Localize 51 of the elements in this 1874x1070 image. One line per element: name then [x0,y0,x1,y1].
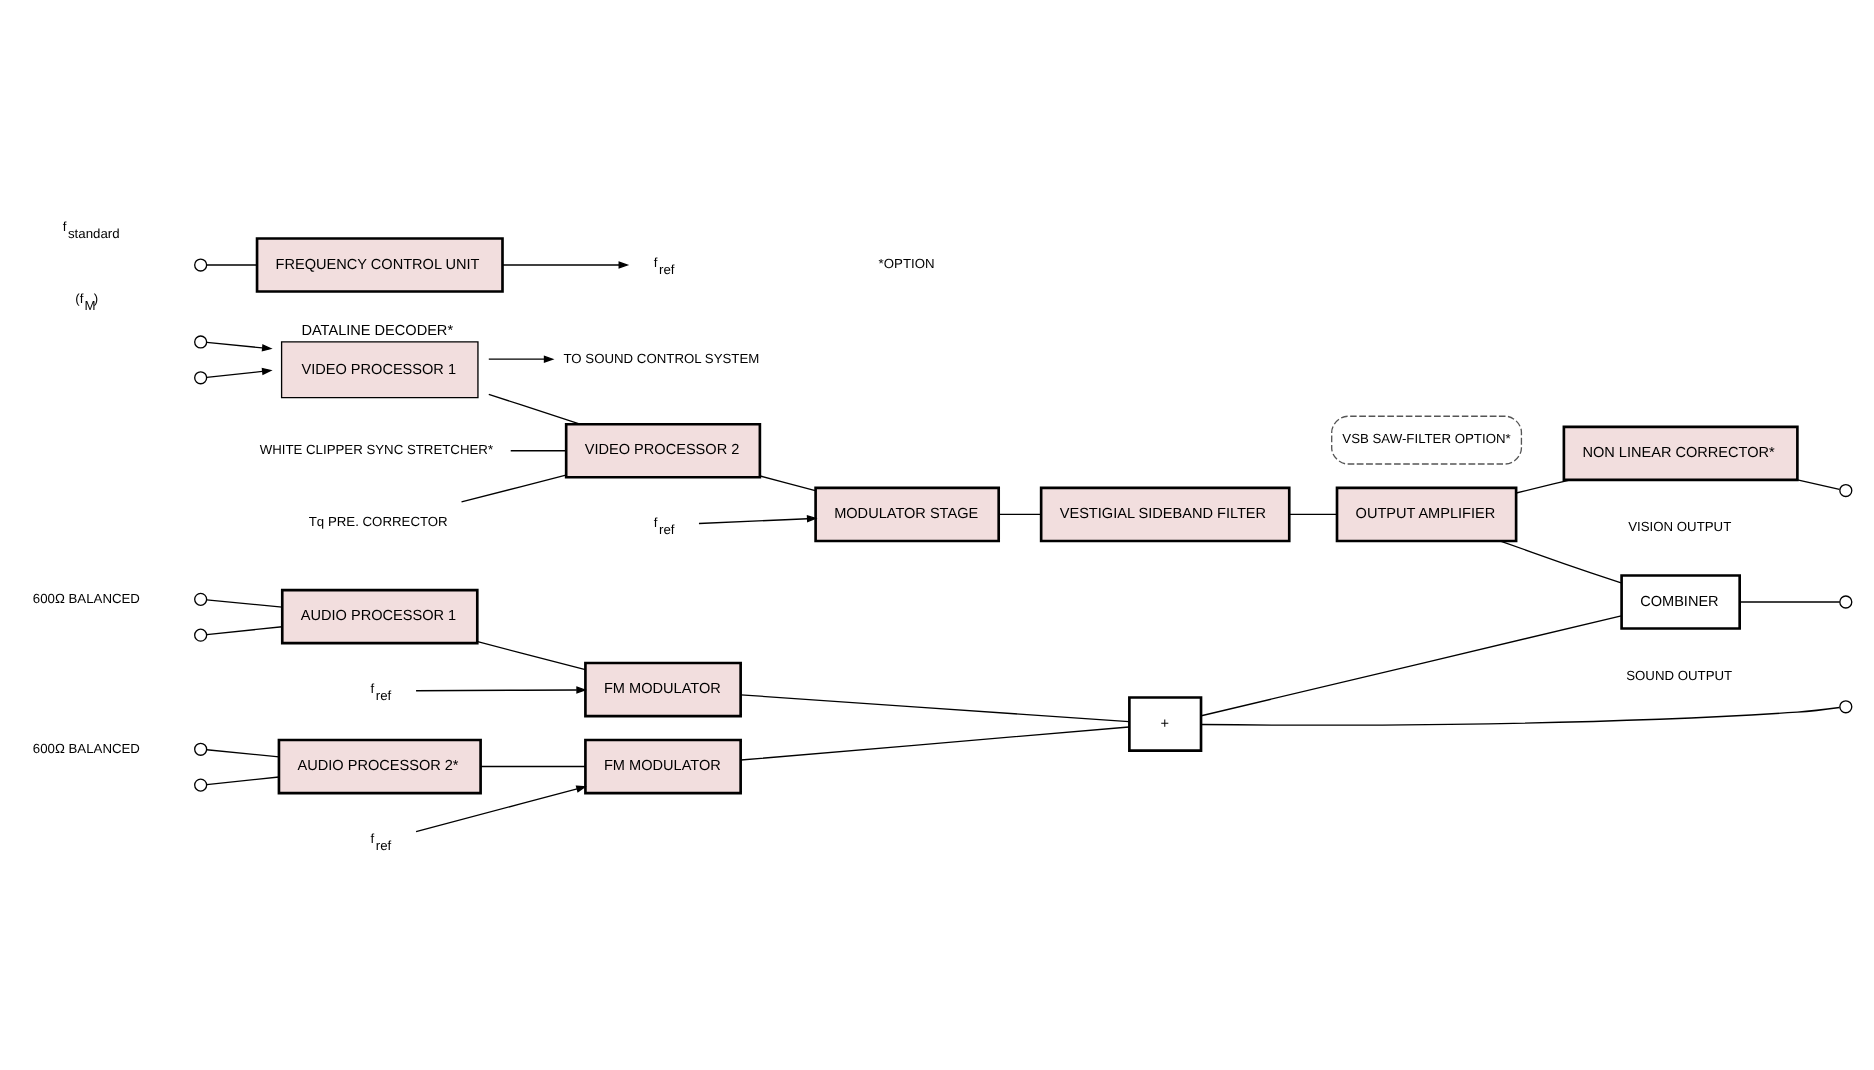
connector [206,749,280,758]
node-box: MODULATOR STAGE [814,486,1000,543]
node-circle [194,778,208,792]
connector [206,264,258,266]
node-box: COMBINER [1620,574,1741,630]
connector [510,450,567,452]
node-circle [194,592,208,606]
node-circle [1839,595,1853,609]
connector [480,765,586,768]
node-circle [194,742,208,756]
arrow [698,515,818,525]
connector [206,599,283,608]
node-box: FM MODULATOR [584,738,742,795]
connector [759,475,816,492]
arrow [415,686,587,694]
node-box: VESTIGIAL SIDEBAND FILTER [1039,486,1291,543]
arrow [488,355,555,363]
connector [206,626,283,636]
node-box: AUDIO PROCESSOR 2* [277,738,482,795]
node-box: OUTPUT AMPLIFIER [1335,486,1518,543]
connector [477,641,586,671]
node-box: FM MODULATOR [584,661,742,718]
node-circle [1839,483,1853,498]
node-label: DATALINE DECODER* [301,321,454,340]
connector [998,513,1042,516]
node-circle [194,371,208,385]
connector [1739,601,1841,603]
node-circle [194,258,208,272]
connector [1200,706,1841,726]
node-box: + [1128,696,1203,752]
node-circle [194,335,208,349]
connector [488,393,581,425]
connector [740,694,1130,723]
connector [1200,615,1622,717]
node-box: VIDEO PROCESSOR 2 [564,422,762,479]
node-circle [1839,700,1853,714]
connector [1288,513,1338,516]
connector [460,474,567,503]
node-box: NON LINEAR CORRECTOR* [1562,425,1799,482]
connector [1499,540,1622,584]
arrow [206,341,273,352]
connector [206,776,280,786]
connector [1515,479,1571,494]
arrow [501,261,630,269]
node-circle [194,628,208,642]
connector [740,726,1130,761]
node-box: FREQUENCY CONTROL UNIT [255,237,504,293]
arrow [206,367,273,378]
connector [1796,479,1841,491]
node-box: AUDIO PROCESSOR 1 [280,588,479,645]
arrow [415,785,587,833]
